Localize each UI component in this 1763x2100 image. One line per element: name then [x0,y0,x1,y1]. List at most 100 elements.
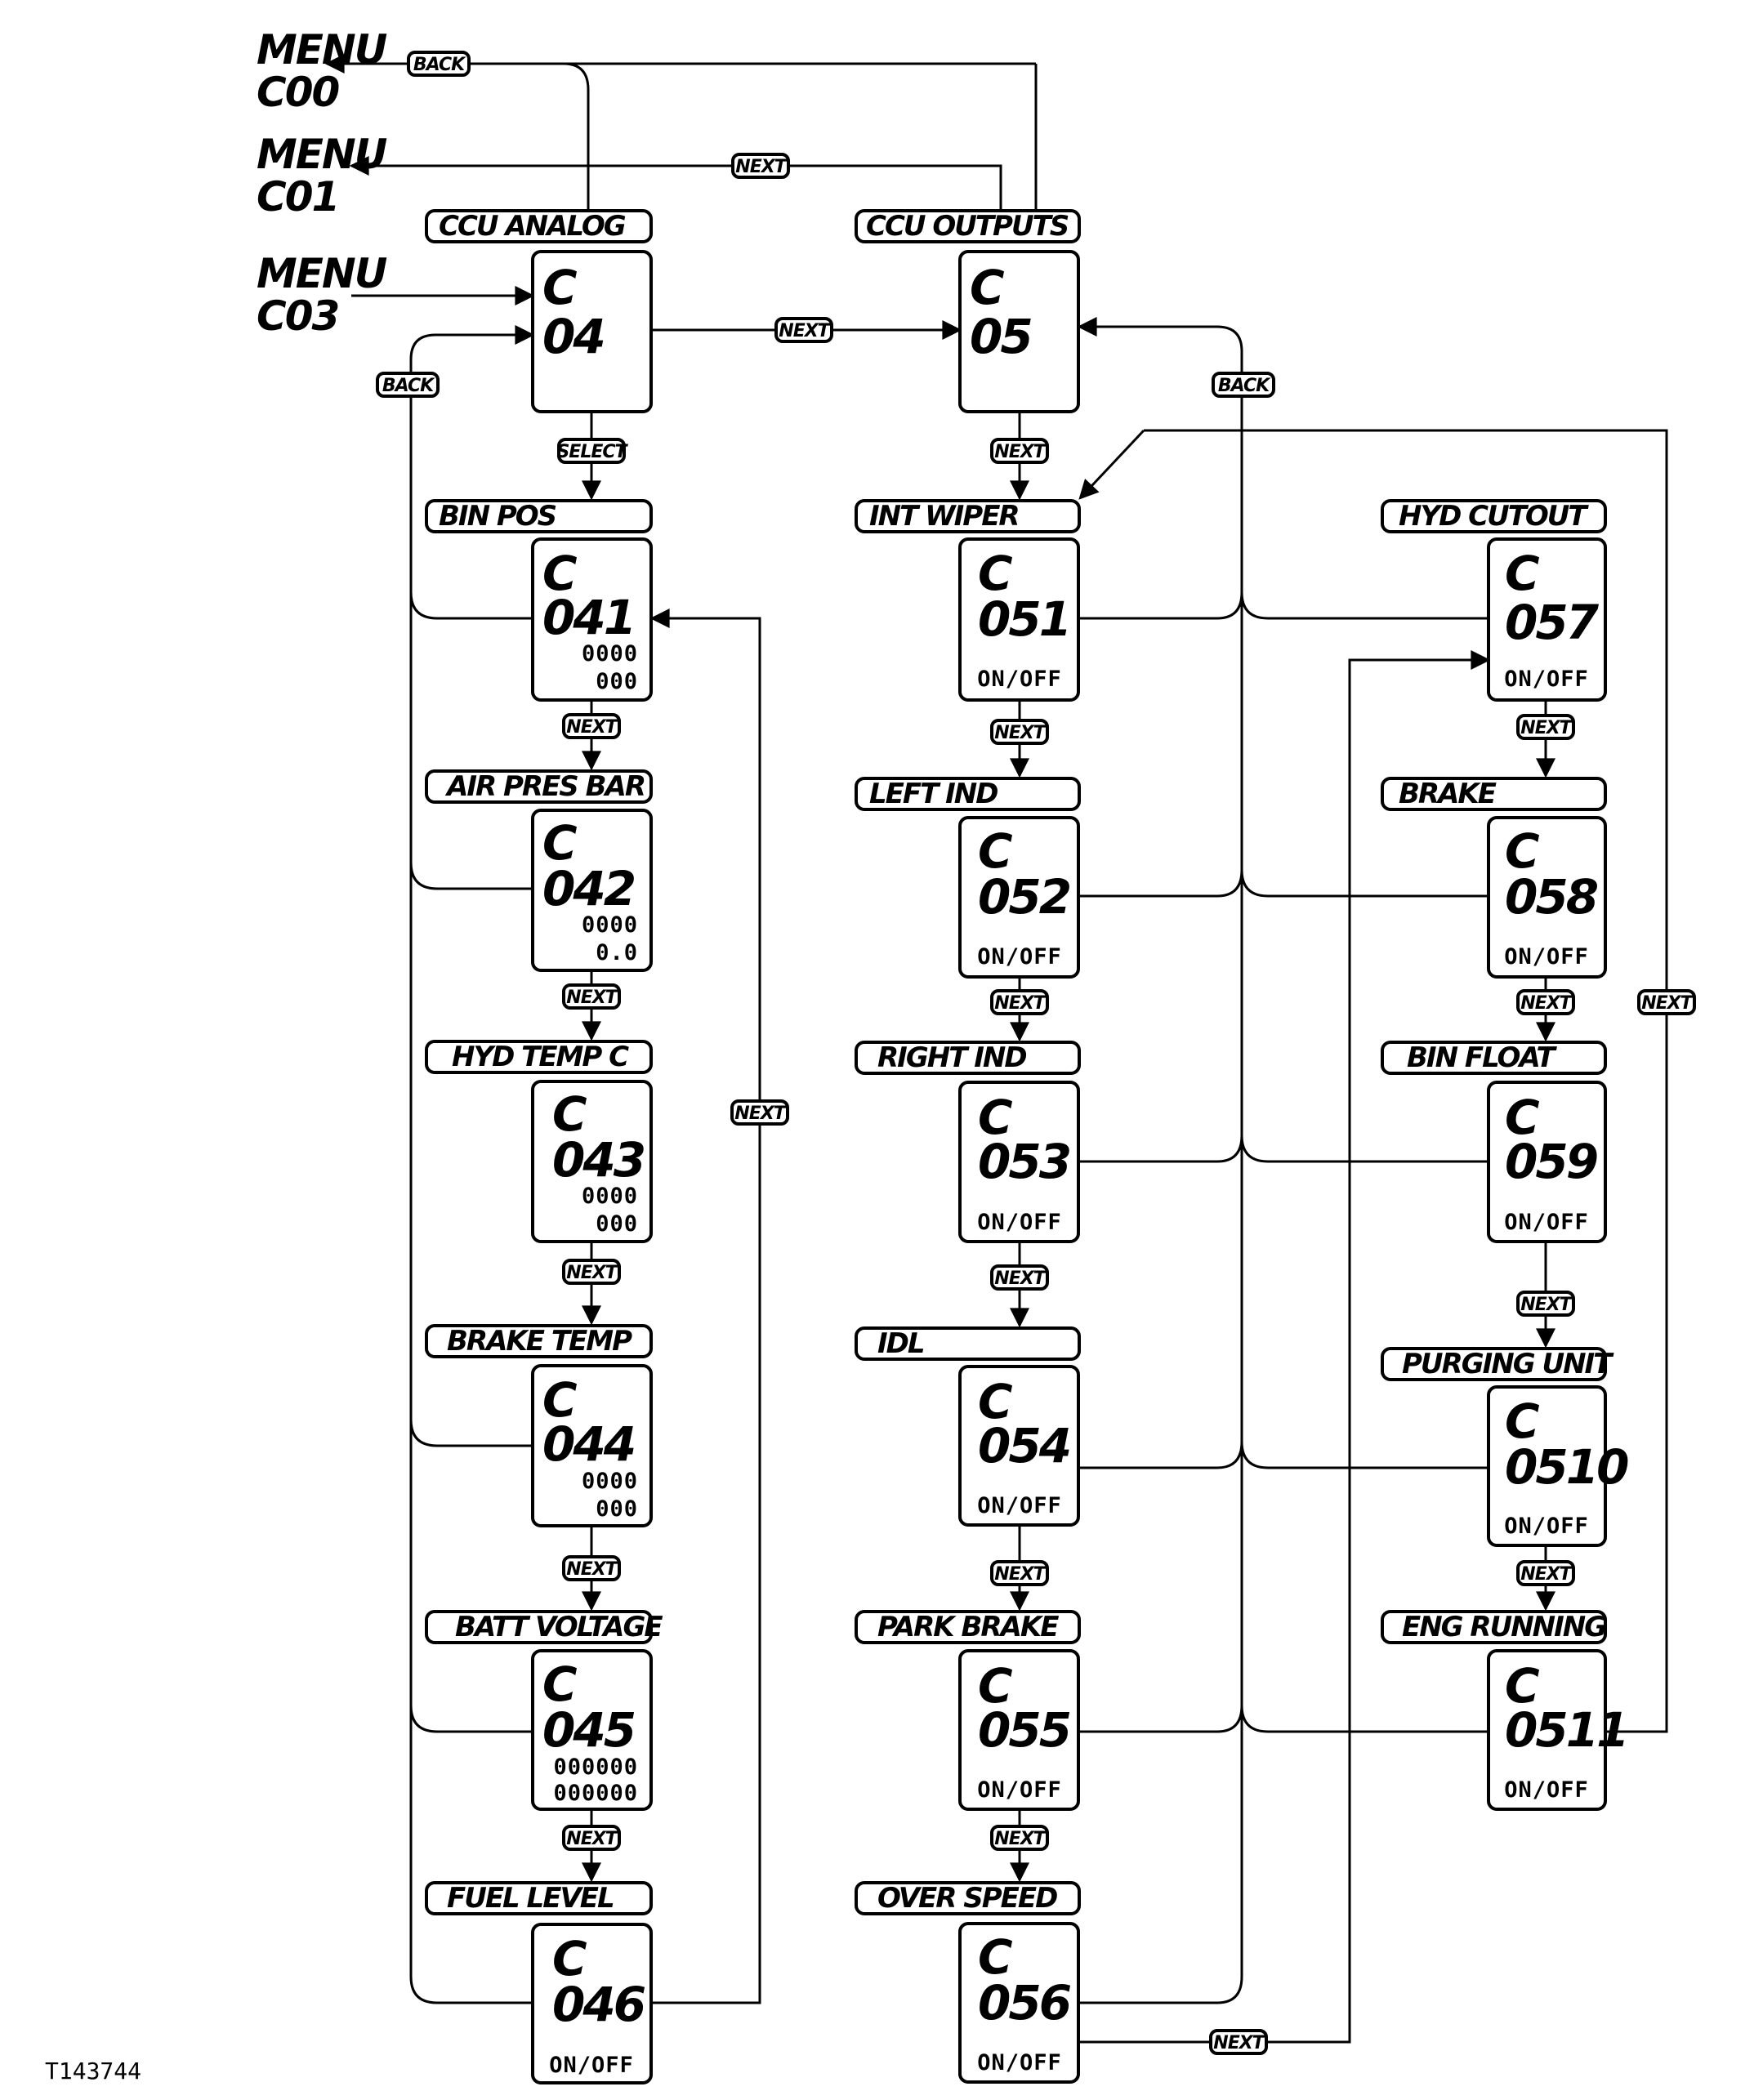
next-button[interactable]: NEXT [1209,2029,1268,2055]
screen-c058-line2: 058 [1505,869,1598,925]
next-button-label: NEXT [994,442,1047,462]
screen-c046[interactable]: FUEL LEVEL C 046 ON/OFF [425,1881,653,2084]
back-button-label: BACK [1218,376,1271,396]
next-button[interactable]: NEXT [562,983,621,1010]
next-button[interactable]: NEXT [731,153,790,179]
screen-c051-title: INT WIPER [869,500,1019,533]
screen-c0511-title: ENG RUNNING [1402,1611,1606,1643]
screen-c043-line1: C [552,1086,587,1142]
select-button-label: SELECT [556,442,628,462]
screen-c041[interactable]: BIN POS C 041 0000 000 [425,499,653,702]
menu-c00-line1: MENU [257,26,387,74]
menu-c00-label[interactable]: MENU C00 [257,26,389,116]
select-button[interactable]: SELECT [556,438,630,464]
screen-c045-title: BATT VOLTAGE [455,1611,663,1643]
screen-c0510-line2: 0510 [1505,1439,1628,1495]
screen-c053[interactable]: RIGHT IND C 053 ON/OFF [855,1041,1081,1243]
screen-c0511-line2: 0511 [1505,1702,1627,1758]
screen-c0511[interactable]: ENG RUNNING C 0511 ON/OFF [1381,1610,1629,1811]
screen-c044-line1: C [542,1372,577,1428]
next-button[interactable]: NEXT [562,1259,621,1285]
screen-c045-sub1: 000000 [553,1754,638,1780]
screen-c042-line2: 042 [542,861,635,916]
screen-c056[interactable]: OVER SPEED C 056 ON/OFF [855,1881,1081,2084]
screen-c046-sub1: ON/OFF [549,2053,634,2078]
next-button[interactable]: NEXT [562,1555,621,1581]
next-button-label: NEXT [994,1829,1047,1849]
screen-c053-title: RIGHT IND [877,1041,1026,1074]
next-button-label: NEXT [994,1268,1047,1289]
screen-c052[interactable]: LEFT IND C 052 ON/OFF [855,777,1081,979]
back-button-label: BACK [382,376,435,396]
menu-c03-label[interactable]: MENU C03 [257,250,389,340]
screen-c052-title: LEFT IND [869,778,998,810]
screen-c054[interactable]: IDL C 054 ON/OFF [855,1326,1081,1527]
screen-c057-title: HYD CUTOUT [1399,500,1589,533]
next-button[interactable]: NEXT [990,1264,1049,1291]
screen-c05[interactable]: CCU OUTPUTS C 05 [855,209,1081,413]
screen-c0511-sub1: ON/OFF [1504,1777,1589,1803]
next-button[interactable]: NEXT [1516,1291,1575,1317]
screen-c059[interactable]: BIN FLOAT C 059 ON/OFF [1381,1041,1607,1243]
next-button[interactable]: NEXT [1516,714,1575,740]
screen-c044-line2: 044 [542,1416,634,1472]
back-button-label: BACK [413,55,466,75]
next-button-label: NEXT [734,1104,787,1124]
next-button[interactable]: NEXT [990,1825,1049,1851]
screen-c042-sub1: 0000 [582,912,638,938]
screen-c056-line1: C [978,1929,1012,1985]
next-button[interactable]: NEXT [990,719,1049,745]
next-button-label: NEXT [735,157,788,177]
screen-c051-sub1: ON/OFF [977,667,1062,692]
screen-c057-sub1: ON/OFF [1504,667,1589,692]
back-button[interactable]: BACK [376,372,440,398]
screen-c043[interactable]: HYD TEMP C C 043 0000 000 [425,1040,653,1243]
next-button-label: NEXT [1641,993,1694,1014]
screen-c043-sub2: 000 [596,1211,638,1237]
screen-c057[interactable]: HYD CUTOUT C 057 ON/OFF [1381,499,1607,702]
next-button-label: NEXT [994,1564,1047,1585]
screen-c042-sub2: 0.0 [596,940,638,965]
back-button[interactable]: BACK [1212,372,1275,398]
next-button-label: NEXT [1213,2033,1265,2053]
screen-c043-title: HYD TEMP C [452,1041,629,1073]
screen-c059-title: BIN FLOAT [1407,1041,1557,1074]
next-button[interactable]: NEXT [1516,1560,1575,1586]
screen-c059-line2: 059 [1505,1134,1597,1189]
screen-c0510-title: PURGING UNIT [1402,1348,1614,1380]
screen-c0510[interactable]: PURGING UNIT C 0510 ON/OFF [1381,1347,1631,1547]
screen-c0510-line1: C [1505,1393,1539,1449]
back-button[interactable]: BACK [407,51,471,77]
screen-c04-line2: 04 [542,309,604,364]
screen-c055[interactable]: PARK BRAKE C 055 ON/OFF [855,1610,1081,1811]
next-button[interactable]: NEXT [1516,989,1575,1015]
screen-c058[interactable]: BRAKE C 058 ON/OFF [1381,777,1607,979]
screen-c045[interactable]: BATT VOLTAGE C 045 000000 000000 [425,1610,664,1811]
next-button[interactable]: NEXT [990,438,1049,464]
screen-c059-line1: C [1505,1090,1539,1145]
screen-c059-sub1: ON/OFF [1504,1210,1589,1235]
next-button-label: NEXT [1520,718,1573,738]
screen-c042[interactable]: AIR PRES BAR C 042 0000 0.0 [425,769,653,972]
screen-c041-line2: 041 [542,590,634,645]
menu-c03-line1: MENU [257,250,387,297]
screen-c058-line1: C [1505,823,1539,879]
menu-c01-line2: C01 [257,173,338,221]
next-button[interactable]: NEXT [730,1099,789,1126]
screen-c041-sub1: 0000 [582,641,638,667]
screen-c042-line1: C [542,815,577,871]
next-button[interactable]: NEXT [562,713,621,739]
next-button[interactable]: NEXT [990,1560,1049,1586]
screen-c052-sub1: ON/OFF [977,944,1062,970]
next-button[interactable]: NEXT [562,1825,621,1851]
next-button[interactable]: NEXT [1637,989,1696,1015]
screen-c051[interactable]: INT WIPER C 051 ON/OFF [855,499,1081,702]
screen-c056-title: OVER SPEED [877,1882,1057,1915]
menu-c00-line2: C00 [257,69,339,116]
screen-c04[interactable]: CCU ANALOG C 04 [425,209,653,413]
screen-c04-line1: C [542,260,577,315]
next-button[interactable]: NEXT [990,989,1049,1015]
screen-c044[interactable]: BRAKE TEMP C 044 0000 000 [425,1324,653,1527]
next-button[interactable]: NEXT [774,317,833,343]
menu-c01-label[interactable]: MENU C01 [257,131,389,221]
